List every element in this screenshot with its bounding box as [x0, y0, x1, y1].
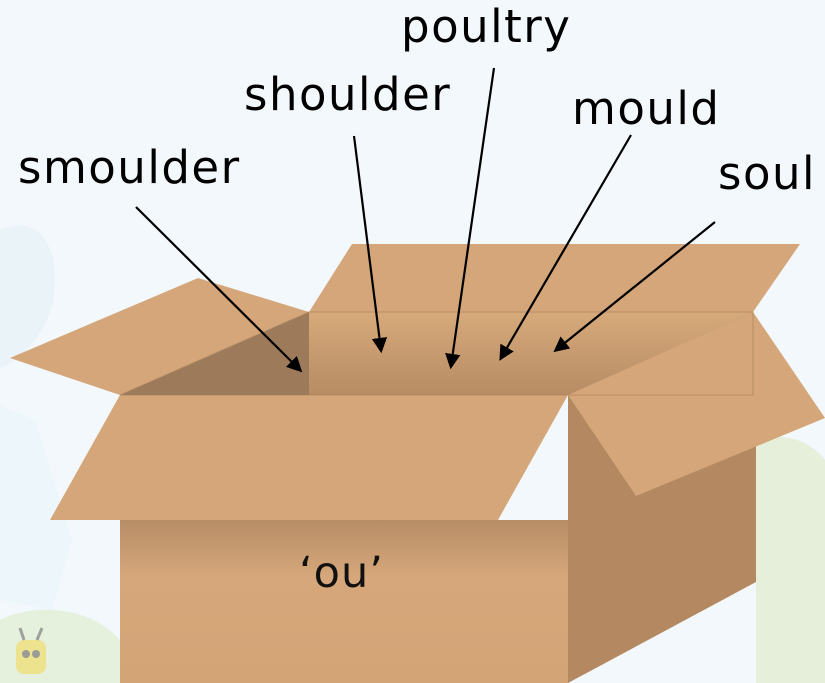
arrow-soul: [553, 221, 716, 353]
cardboard-box: [10, 244, 825, 683]
word-shoulder: shoulder: [244, 68, 452, 121]
word-mould: mould: [572, 82, 721, 135]
box-left-flap: [10, 278, 309, 395]
arrow-smoulder: [135, 206, 303, 373]
box-label: ‘ou’: [299, 548, 384, 598]
word-poultry: poultry: [401, 0, 572, 53]
hill-right: [756, 436, 825, 683]
box-front-face: [120, 520, 568, 683]
box-back-flap: [309, 244, 800, 312]
box-right-flap: [568, 312, 825, 496]
arrow-shoulder: [352, 135, 388, 354]
box-right-side: [568, 395, 756, 683]
bee-mascot-icon: [16, 627, 46, 674]
faded-building-left: [0, 405, 72, 610]
faded-cloud-left: [0, 225, 55, 368]
arrow-mould: [499, 134, 632, 361]
arrows: [135, 67, 716, 373]
arrow-poultry: [445, 67, 496, 370]
box-front-flap: [50, 395, 568, 520]
box-opening-outline: [119, 311, 754, 396]
word-soul: soul: [718, 147, 816, 200]
word-smoulder: smoulder: [18, 141, 241, 194]
